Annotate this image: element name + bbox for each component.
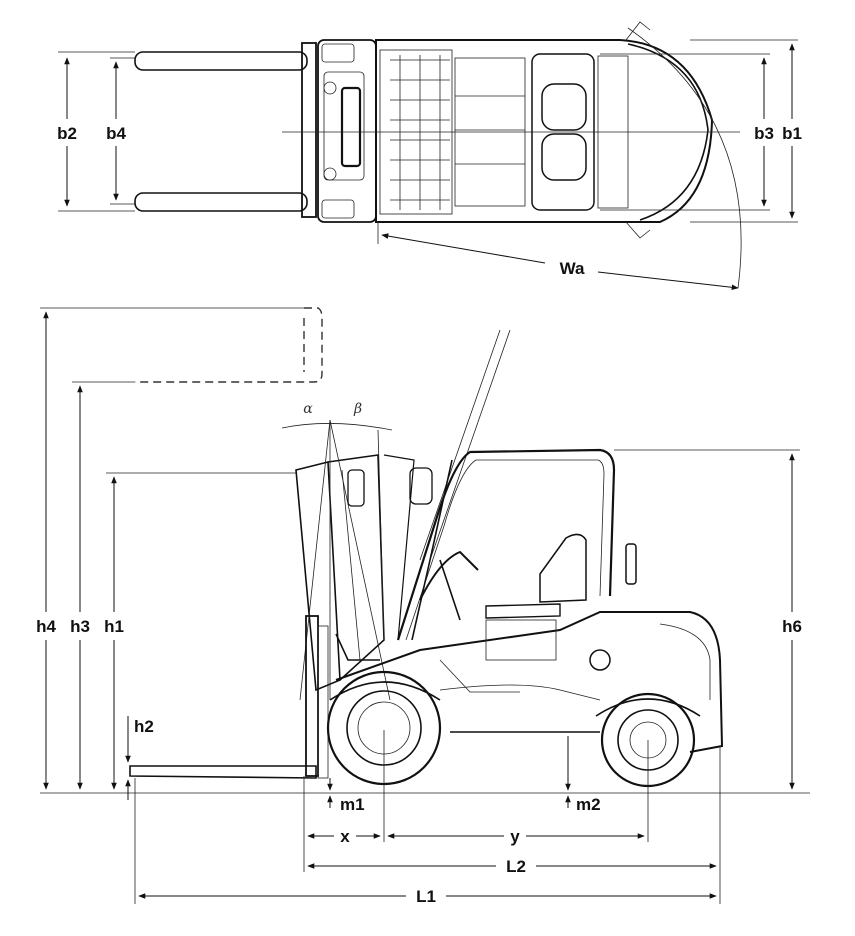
dimension-label-h1: h1 bbox=[104, 617, 124, 636]
dimension-label-wa: Wa bbox=[560, 259, 585, 278]
overhead-guard-cab bbox=[396, 448, 637, 641]
dimension-label-h2: h2 bbox=[134, 717, 154, 736]
tilt-angle-label-alpha: α bbox=[303, 401, 313, 417]
dimension-label-b3: b3 bbox=[754, 124, 774, 143]
dimension-label-m1: m1 bbox=[340, 795, 365, 814]
dimension-label-b1: b1 bbox=[782, 124, 802, 143]
chassis bbox=[335, 611, 724, 753]
mast bbox=[281, 329, 511, 701]
tilt-angle-label-beta: β bbox=[353, 401, 362, 417]
top-view-forks bbox=[134, 42, 317, 218]
raised-fork-outline bbox=[40, 307, 323, 383]
dimension-label-h6: h6 bbox=[782, 617, 802, 636]
dimension-label-m2: m2 bbox=[576, 795, 601, 814]
top-view-engine-detail bbox=[390, 55, 450, 210]
dimension-label-h4: h4 bbox=[36, 617, 56, 636]
dimension-label-h3: h3 bbox=[70, 617, 90, 636]
dimension-label-l2: L2 bbox=[506, 857, 526, 876]
dimension-label-y: y bbox=[510, 827, 520, 846]
top-view: b2 b4 b3 b1 Wa bbox=[57, 21, 802, 291]
side-view: α β bbox=[36, 307, 810, 906]
dimension-label-l1: L1 bbox=[416, 887, 436, 906]
dimension-label-x: x bbox=[340, 827, 350, 846]
top-view-mast bbox=[317, 39, 377, 223]
lowered-forks bbox=[129, 615, 329, 779]
dimension-label-b2: b2 bbox=[57, 124, 77, 143]
dimension-label-b4: b4 bbox=[106, 124, 126, 143]
